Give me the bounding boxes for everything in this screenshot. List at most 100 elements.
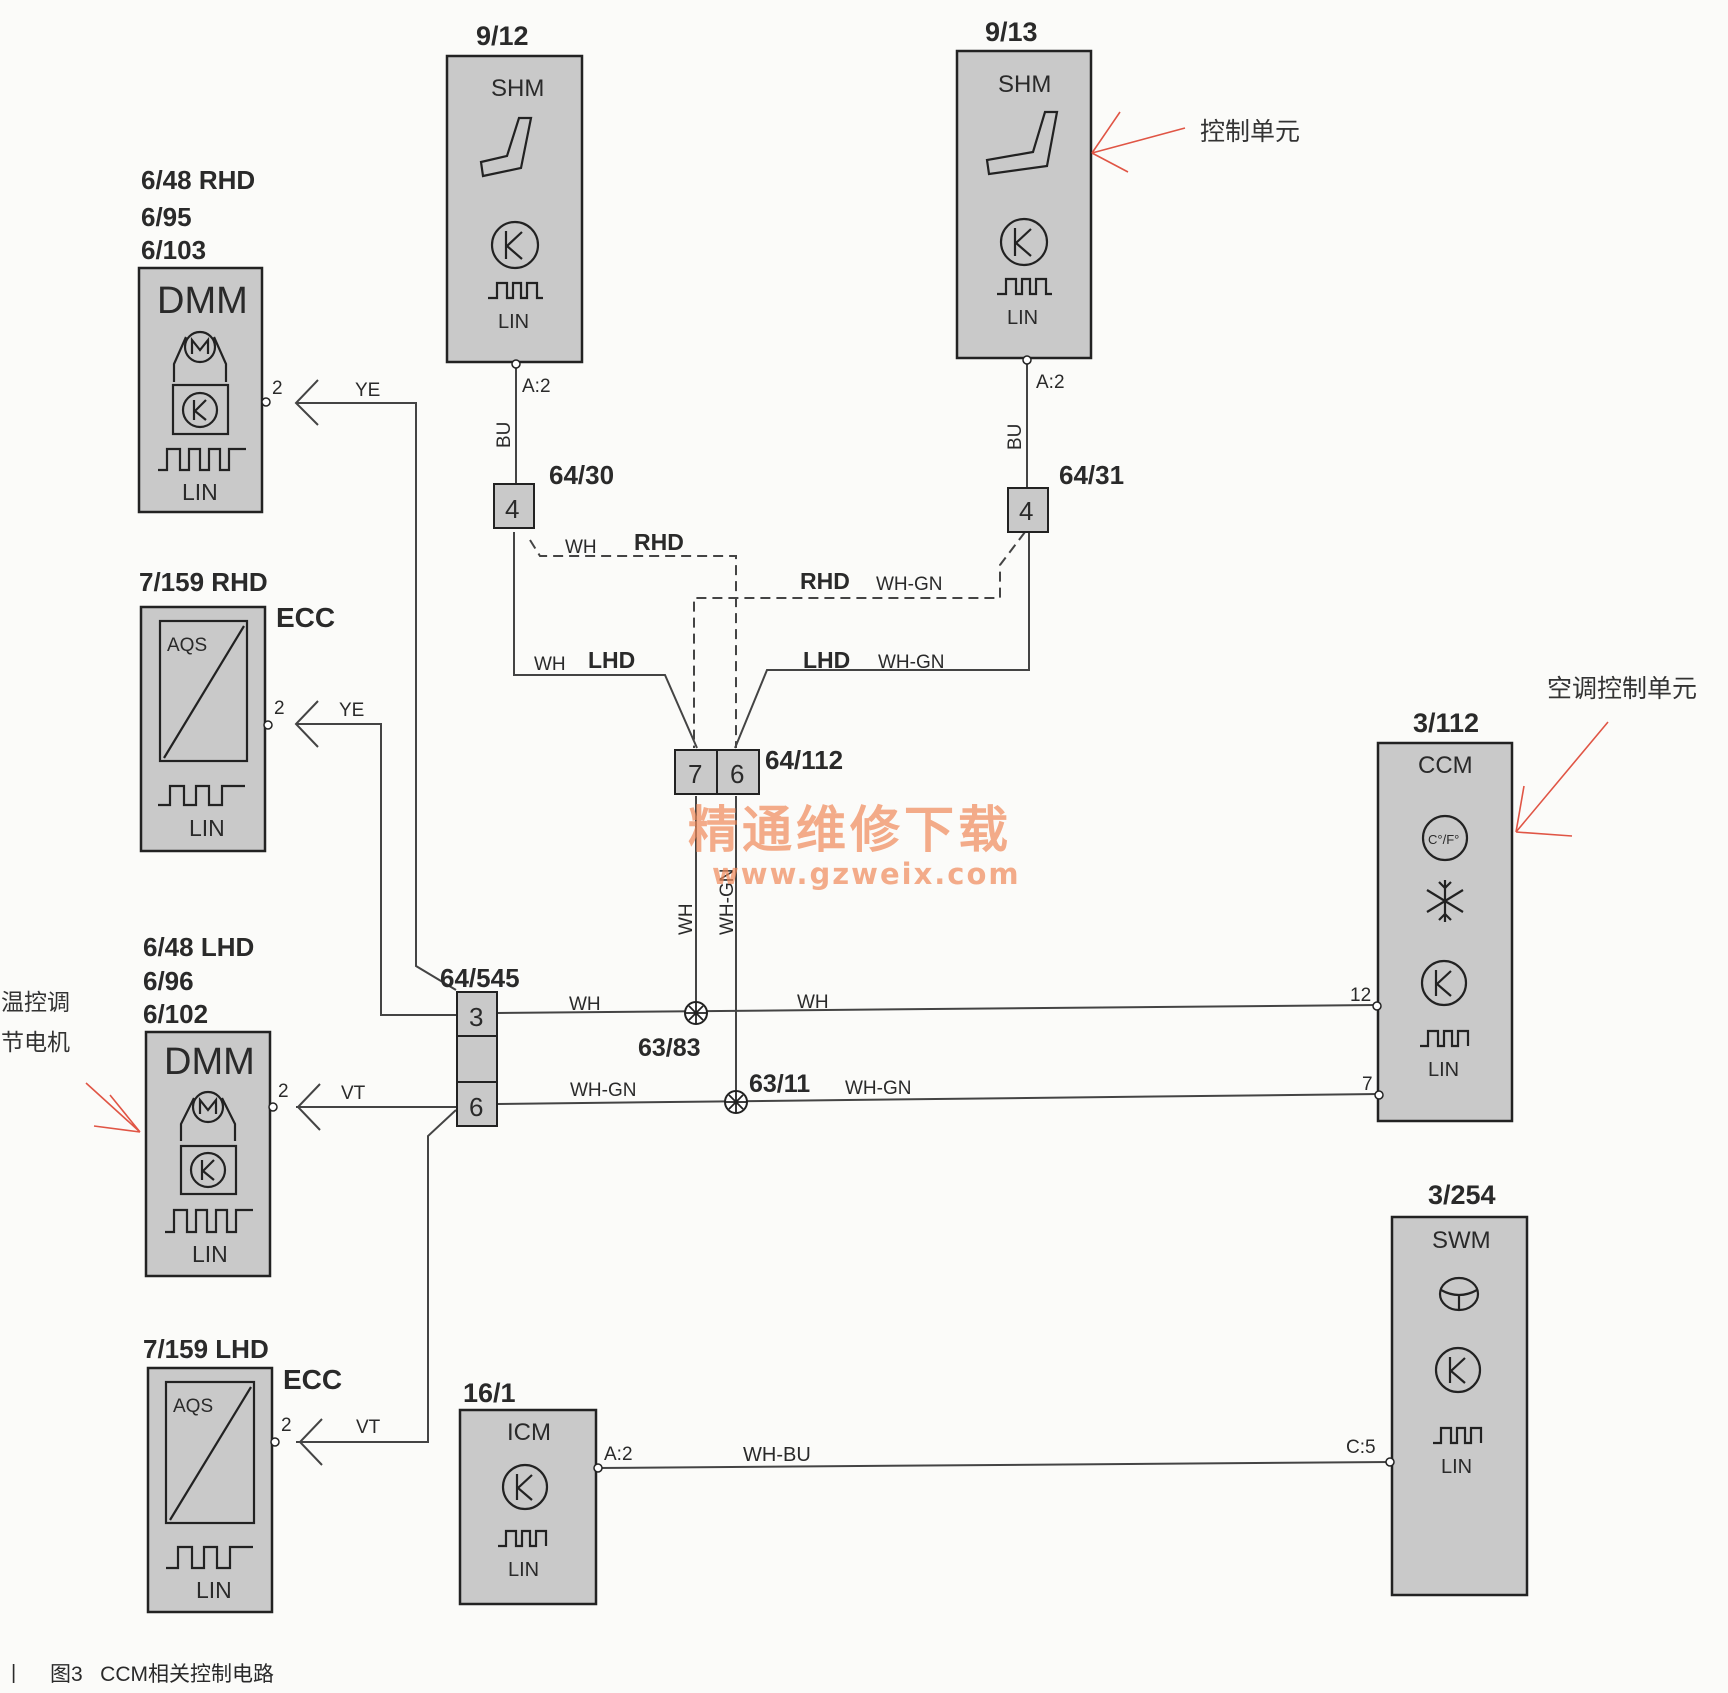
- connector-pin: 4: [505, 494, 519, 524]
- connector-pin-b: 6: [469, 1092, 483, 1122]
- bus-label: LIN: [508, 1559, 539, 1581]
- label-whgn-vertical: WH-GN: [717, 869, 738, 935]
- annotation-temp-motor: 温控调 节电机: [1, 990, 141, 1133]
- module-box: [146, 1366, 274, 1614]
- harness-labels: WH RHD RHD WH-GN WH LHD LHD WH-GN: [534, 529, 944, 675]
- module-code-2: 6/96: [143, 966, 194, 996]
- sensor-label: AQS: [173, 1396, 213, 1417]
- splice-label-63-83: 63/83: [638, 1034, 701, 1062]
- module-code: 7/159 LHD: [143, 1334, 269, 1364]
- connector-pin-a: 3: [469, 1002, 483, 1032]
- wire-color-ye: YE: [339, 700, 364, 721]
- control-unit-icon: [181, 391, 219, 429]
- sensor-diagonal: [169, 1386, 252, 1521]
- label-wh-bus-left: WH: [569, 994, 601, 1015]
- snowflake-icon: [1426, 880, 1464, 922]
- module-code-1: 6/48 RHD: [141, 165, 255, 195]
- module-name: SHM: [491, 75, 544, 102]
- connector-pin-b: 6: [730, 759, 744, 789]
- lin-signal-icon: [997, 277, 1052, 296]
- module-code: 3/254: [1428, 1180, 1496, 1210]
- annotation-arrow: [1515, 721, 1609, 837]
- wire-color-bu: BU: [494, 422, 515, 448]
- label-wh-rhd: WH: [565, 537, 597, 558]
- pin-dot: [263, 720, 273, 730]
- module-code: 9/12: [476, 21, 529, 51]
- pin-dot: [1385, 1457, 1395, 1467]
- watermark-text-cn: 精通维修下载: [688, 801, 1012, 859]
- control-unit-frame: [171, 383, 230, 436]
- module-code-1: 6/48 LHD: [143, 932, 254, 962]
- module-code: 7/159 RHD: [139, 567, 268, 597]
- module-name: ICM: [507, 1419, 551, 1446]
- lin-signal-icon: [488, 281, 543, 300]
- module-box: [445, 54, 584, 364]
- watermark-url: www.gzweix.com: [712, 857, 1021, 891]
- bus-label: LIN: [498, 311, 529, 333]
- label-rhd-top: RHD: [634, 529, 684, 555]
- control-unit-icon: [490, 220, 540, 270]
- pin-label: A:2: [522, 376, 551, 397]
- pin-label: C:5: [1346, 1437, 1376, 1458]
- wire-color-bu: BU: [1005, 424, 1026, 450]
- label-whgn-rhd: WH-GN: [876, 574, 942, 595]
- connector-64-112: 7 6 64/112: [674, 745, 843, 795]
- label-wh-vertical: WH: [676, 903, 697, 935]
- seat-icon: [479, 116, 533, 178]
- connector-code: 64/30: [549, 460, 614, 490]
- annotation-text-line1: 温控调: [1, 990, 70, 1016]
- module-name: SWM: [1432, 1227, 1491, 1254]
- splice-63-83: [684, 1001, 708, 1025]
- module-box: [458, 1408, 598, 1606]
- lin-signal-icon: [166, 1545, 253, 1570]
- pin-label: 2: [278, 1081, 289, 1102]
- module-name: ECC: [276, 602, 335, 633]
- pin-dot: [511, 359, 521, 369]
- pin-dot: [593, 1463, 603, 1473]
- wire-ye-ecc: [296, 723, 456, 1016]
- module-name: CCM: [1418, 752, 1473, 779]
- connector-pin-box-a: [674, 749, 718, 795]
- annotation-control-unit: 控制单元: [1091, 111, 1300, 173]
- module-swm: 3/254 SWM LIN C:5: [1346, 1180, 1529, 1597]
- lin-signal-icon: [158, 447, 246, 472]
- temperature-unit-icon: C°/F°: [1421, 814, 1469, 862]
- label-whgn-bus-right: WH-GN: [845, 1078, 911, 1099]
- pin-dot: [261, 397, 271, 407]
- lin-signal-icon: [165, 1208, 253, 1234]
- annotation-text: 空调控制单元: [1547, 674, 1697, 703]
- steering-wheel-icon: [1438, 1276, 1480, 1312]
- annotation-text-line2: 节电机: [1, 1030, 70, 1056]
- module-name: DMM: [164, 1041, 255, 1083]
- module-ccm: 3/112 CCM C°/F° LIN 12 7: [1350, 708, 1514, 1123]
- control-unit-icon: [1434, 1346, 1482, 1394]
- pin-dot: [268, 1102, 278, 1112]
- arrow-vt-dmm: [296, 1083, 321, 1131]
- control-unit-icon: [999, 217, 1049, 267]
- pin-dot-12: [1372, 1001, 1382, 1011]
- annotation-ac-control-unit: 空调控制单元: [1515, 674, 1697, 837]
- module-box: [1390, 1215, 1529, 1597]
- control-unit-icon: [501, 1463, 549, 1511]
- wire-wh-lhd: [513, 532, 698, 749]
- bus-label: LIN: [1441, 1456, 1472, 1478]
- pin-label-12: 12: [1350, 985, 1371, 1006]
- module-dmm-lhd: 6/48 LHD 6/96 6/102 DMM LIN 2 VT: [143, 932, 366, 1278]
- sensor-frame: [164, 1380, 256, 1525]
- label-whgn-lhd: WH-GN: [878, 652, 944, 673]
- lin-signal-icon: [1420, 1029, 1470, 1048]
- wire-arrows: [294, 379, 323, 1466]
- label-wh-lhd: WH: [534, 654, 566, 675]
- wire-ye-dmm: [296, 402, 457, 991]
- wire-color-ye: YE: [355, 380, 380, 401]
- watermark: 精通维修下载 www.gzweix.com: [688, 801, 1021, 891]
- connector-body: [456, 991, 498, 1127]
- bus-label: LIN: [189, 815, 225, 841]
- sensor-diagonal: [163, 625, 245, 759]
- bus-label: LIN: [182, 479, 218, 505]
- annotation-arrow: [1091, 111, 1186, 173]
- annotation-text: 控制单元: [1200, 117, 1300, 146]
- connector-code: 64/545: [440, 963, 520, 993]
- bus-label: LIN: [192, 1241, 228, 1267]
- sensor-frame: [158, 619, 249, 763]
